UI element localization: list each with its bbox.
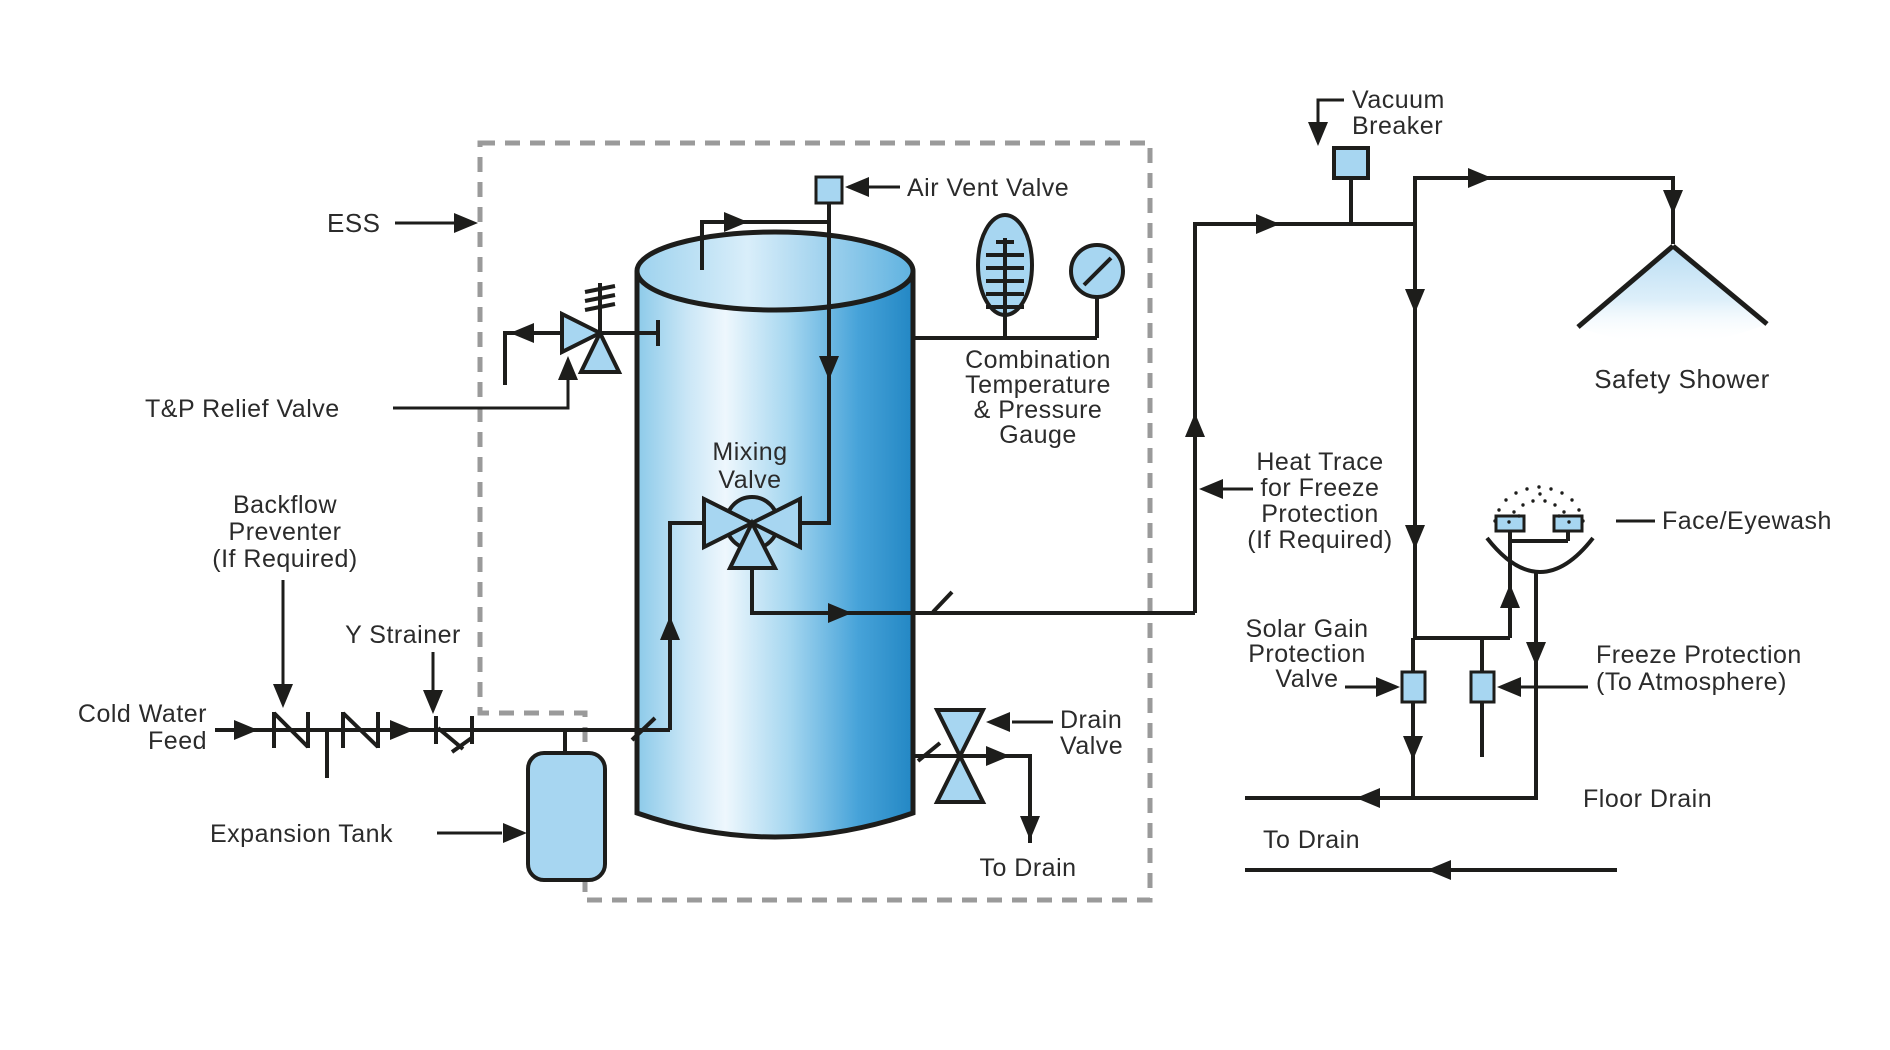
heat-trace-label: Heat Trace for Freeze Protection (If Req… <box>1247 448 1392 554</box>
to-drain-tank-label: To Drain <box>979 854 1076 882</box>
backflow-line-1: Backflow <box>233 491 337 519</box>
backflow-preventer-icon <box>272 711 380 749</box>
mixing-valve-line-2: Valve <box>718 466 781 494</box>
heat-trace-line-2: for Freeze <box>1261 474 1380 502</box>
air-vent-valve-icon <box>814 175 844 205</box>
tp-relief-valve-icon <box>560 283 623 374</box>
combo-gauge-line-2: Temperature <box>965 371 1111 399</box>
solar-gain-line-2: Protection <box>1248 640 1366 668</box>
heat-trace-line-4: (If Required) <box>1247 526 1392 554</box>
solar-gain-line-3: Valve <box>1275 665 1338 693</box>
safety-shower-label: Safety Shower <box>1594 364 1770 394</box>
drain-valve-line-1: Drain <box>1060 706 1122 734</box>
drain-valve-line-2: Valve <box>1060 732 1123 760</box>
storage-tank <box>634 229 916 840</box>
ess-boundary-box <box>477 140 1153 903</box>
vacuum-breaker-icon <box>1332 146 1370 180</box>
vacuum-breaker-line-1: Vacuum <box>1352 86 1445 114</box>
combo-gauge-line-1: Combination <box>965 346 1111 374</box>
expansion-tank-icon <box>526 751 607 882</box>
to-drain-shower-label: To Drain <box>1263 826 1360 854</box>
eyewash-icon <box>1485 485 1595 574</box>
drain-valve-label: Drain Valve <box>1060 706 1123 760</box>
drain-valve-icon <box>933 708 987 804</box>
backflow-line-2: Preventer <box>229 518 342 546</box>
arrowheads <box>234 122 1683 880</box>
solar-gain-valve-icon <box>1400 670 1427 704</box>
tp-relief-valve-label: T&P Relief Valve <box>145 395 340 423</box>
combo-gauge-label: Combination Temperature & Pressure Gauge <box>965 346 1111 449</box>
freeze-protection-valve-icon <box>1469 670 1496 704</box>
label-leaders <box>281 98 1655 835</box>
ess-label: ESS <box>327 208 381 238</box>
expansion-tank-label: Expansion Tank <box>210 820 393 848</box>
y-strainer-label: Y Strainer <box>345 621 461 649</box>
air-vent-valve-label: Air Vent Valve <box>907 174 1069 202</box>
y-strainer-icon <box>434 716 475 754</box>
safety-shower-icon <box>1576 244 1769 344</box>
mixing-valve-line-1: Mixing <box>712 438 787 466</box>
cold-water-line-1: Cold Water <box>78 700 207 728</box>
freeze-protection-line-1: Freeze Protection <box>1596 641 1802 669</box>
eyewash-spray-dots <box>1493 485 1585 524</box>
cold-water-line-2: Feed <box>148 727 207 755</box>
solar-gain-line-1: Solar Gain <box>1245 615 1368 643</box>
combo-gauge-line-4: Gauge <box>999 421 1077 449</box>
backflow-preventer-label: Backflow Preventer (If Required) <box>212 491 357 573</box>
solar-gain-valve-label: Solar Gain Protection Valve <box>1245 615 1368 693</box>
vacuum-breaker-label: Vacuum Breaker <box>1352 86 1445 140</box>
backflow-line-3: (If Required) <box>212 545 357 573</box>
pressure-gauge-icon <box>1069 243 1125 299</box>
piping <box>215 176 1675 872</box>
floor-drain-label: Floor Drain <box>1583 785 1712 813</box>
mixing-valve-label: Mixing Valve <box>712 438 787 494</box>
face-eyewash-label: Face/Eyewash <box>1662 507 1832 535</box>
mixing-valve-icon <box>702 495 802 570</box>
thermometer-icon <box>976 213 1034 317</box>
heat-trace-line-3: Protection <box>1261 500 1379 528</box>
heat-trace-line-1: Heat Trace <box>1256 448 1383 476</box>
freeze-protection-line-2: (To Atmosphere) <box>1596 668 1787 696</box>
cold-water-feed-label: Cold Water Feed <box>78 700 207 755</box>
vacuum-breaker-line-2: Breaker <box>1352 112 1443 140</box>
freeze-protection-label: Freeze Protection (To Atmosphere) <box>1596 641 1802 696</box>
combo-gauge-line-3: & Pressure <box>974 396 1103 424</box>
